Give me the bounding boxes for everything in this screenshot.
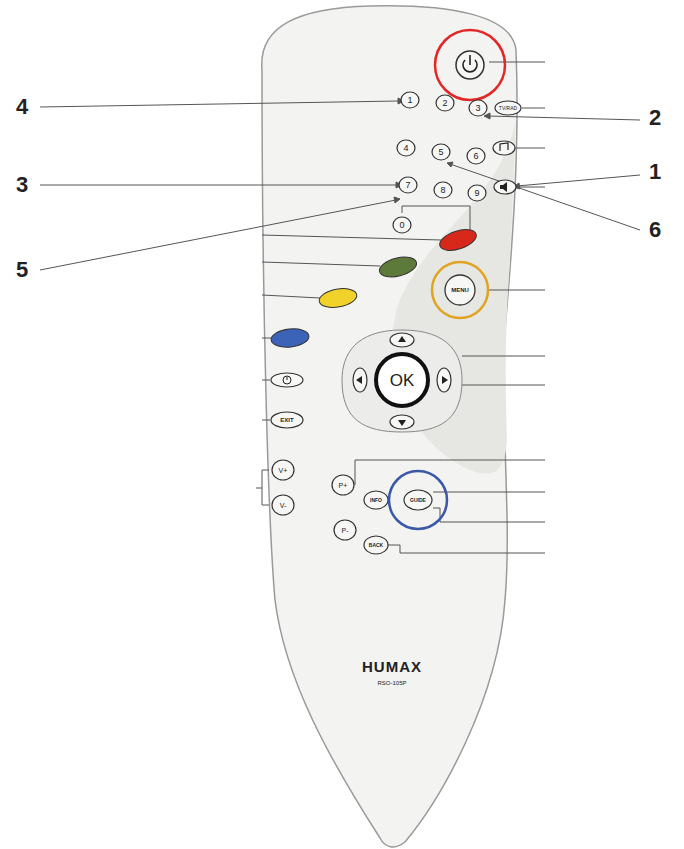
button-label: GUIDE — [410, 498, 426, 503]
button-label: TV/RAD — [499, 106, 517, 111]
button-label: V- — [280, 502, 287, 509]
callout-number: 4 — [16, 96, 28, 118]
menu-button — [445, 275, 475, 305]
callout-number: 3 — [16, 174, 28, 196]
button-label: 5 — [438, 148, 443, 157]
clock-icon — [283, 376, 291, 384]
brand-name: HUMAX — [362, 659, 422, 674]
button-label: 0 — [399, 221, 404, 230]
callout-number: 5 — [16, 259, 28, 281]
button-label: P+ — [339, 482, 348, 489]
red-key — [437, 226, 479, 255]
green-key — [377, 254, 418, 281]
audio-icon — [500, 143, 508, 151]
number-buttons — [393, 92, 521, 233]
leader-lines — [40, 62, 640, 553]
button-label: BACK — [369, 543, 383, 548]
nav-pad — [342, 330, 462, 432]
highlight-ring — [435, 30, 505, 100]
button-label: INFO — [370, 498, 382, 503]
button-label: EXIT — [280, 417, 293, 423]
arrow-keys — [353, 333, 451, 429]
remote-body — [262, 6, 517, 847]
highlight-ring — [389, 471, 447, 529]
button-label: 9 — [474, 189, 479, 198]
button-label: 6 — [473, 152, 478, 161]
button-label: 7 — [405, 181, 410, 190]
mute-icon — [500, 182, 507, 192]
model-number: RSO-105P — [377, 680, 406, 686]
button-label: 1 — [407, 96, 412, 105]
callout-number: 2 — [649, 107, 661, 129]
button-label: 3 — [475, 104, 480, 113]
ok-button — [376, 354, 428, 406]
callout-number: 6 — [649, 219, 661, 241]
power-button — [456, 51, 484, 79]
yellow-key — [318, 286, 359, 310]
button-label: V+ — [279, 467, 288, 474]
button-label: P- — [342, 527, 349, 534]
arrow-symbols — [356, 336, 448, 426]
button-label: 2 — [442, 99, 447, 108]
highlight-ring — [432, 262, 488, 318]
button-label: 8 — [440, 186, 445, 195]
button-label: 4 — [403, 144, 408, 153]
blue-key — [270, 327, 310, 349]
button-label: OK — [390, 372, 415, 389]
button-label: MENU — [451, 287, 469, 293]
callout-number: 1 — [649, 161, 661, 183]
